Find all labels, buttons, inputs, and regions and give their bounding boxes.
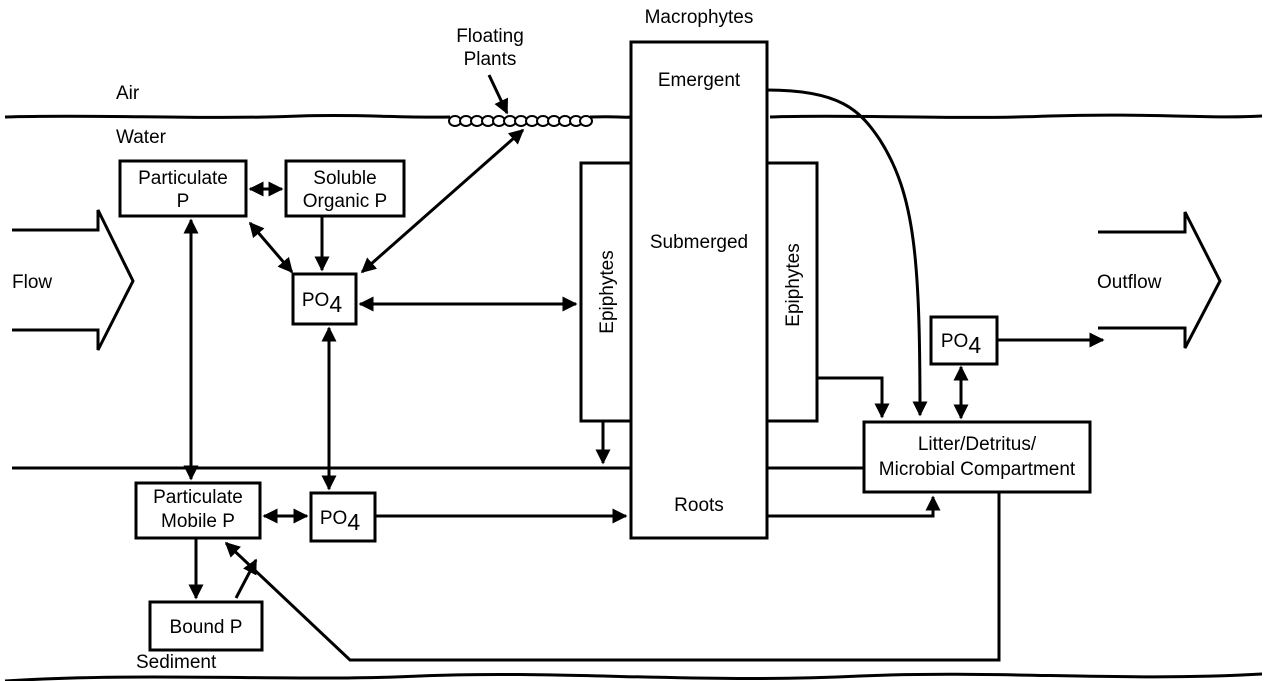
arrow-floating-label-to-plants xyxy=(487,74,509,115)
po4-water-label: PO4 xyxy=(302,290,342,317)
emergent-label: Emergent xyxy=(658,70,741,91)
arrow-particulate-po4 xyxy=(248,221,294,274)
macrophytes-box xyxy=(629,40,769,540)
litter-label-line1: Litter/Detritus/ xyxy=(918,434,1037,455)
particulate-mobile-p-label-line2: Mobile P xyxy=(161,511,235,532)
po4-outflow-box xyxy=(929,315,999,366)
floating-plants-label-line1: Floating xyxy=(456,26,524,47)
arrow-litter-to-mobile xyxy=(224,492,1001,662)
water-label: Water xyxy=(116,127,167,148)
arrow-roots-to-litter xyxy=(767,495,941,518)
soluble-organic-p-label-line2: Organic P xyxy=(303,191,387,212)
outflow-arrow xyxy=(1098,211,1222,349)
particulate-mobile-p-box xyxy=(134,481,262,540)
flow-label: Flow xyxy=(12,272,52,293)
floating-plants-chain xyxy=(448,115,593,127)
po4-outflow-label: PO4 xyxy=(941,331,981,358)
air-label: Air xyxy=(116,83,140,104)
arrow-emergent-to-litter xyxy=(766,88,928,417)
bound-p-label: Bound P xyxy=(170,617,243,638)
litter-label-line2: Microbial Compartment xyxy=(879,459,1076,480)
epiphytes-left-box xyxy=(579,161,633,423)
epiphytes-right-box xyxy=(765,161,819,423)
outflow-label: Outflow xyxy=(1097,272,1162,293)
arrow-po4-floating xyxy=(360,128,525,274)
po4-sediment-label: PO4 xyxy=(320,508,360,535)
sediment-bottom-line xyxy=(4,672,1263,681)
bound-p-box xyxy=(148,600,264,652)
particulate-p-label-line2: P xyxy=(177,191,190,212)
po4-water-box xyxy=(291,272,358,326)
soluble-organic-p-label-line1: Soluble xyxy=(313,168,376,189)
particulate-p-box xyxy=(118,159,248,218)
litter-compartment-box xyxy=(862,420,1092,494)
epiphytes-left-label: Epiphytes xyxy=(597,250,618,333)
sediment-label: Sediment xyxy=(136,652,217,673)
macrophytes-label: Macrophytes xyxy=(645,7,754,28)
floating-plants-label-line2: Plants xyxy=(464,49,517,70)
roots-label: Roots xyxy=(674,495,724,516)
flow-arrow xyxy=(12,209,135,351)
submerged-label: Submerged xyxy=(650,232,748,253)
epiphytes-right-label: Epiphytes xyxy=(783,243,804,326)
particulate-mobile-p-label-line1: Particulate xyxy=(153,487,243,508)
arrow-bound-to-mobile xyxy=(234,558,258,599)
arrow-epiphytes-to-litter xyxy=(817,376,890,419)
particulate-p-label-line1: Particulate xyxy=(138,168,228,189)
